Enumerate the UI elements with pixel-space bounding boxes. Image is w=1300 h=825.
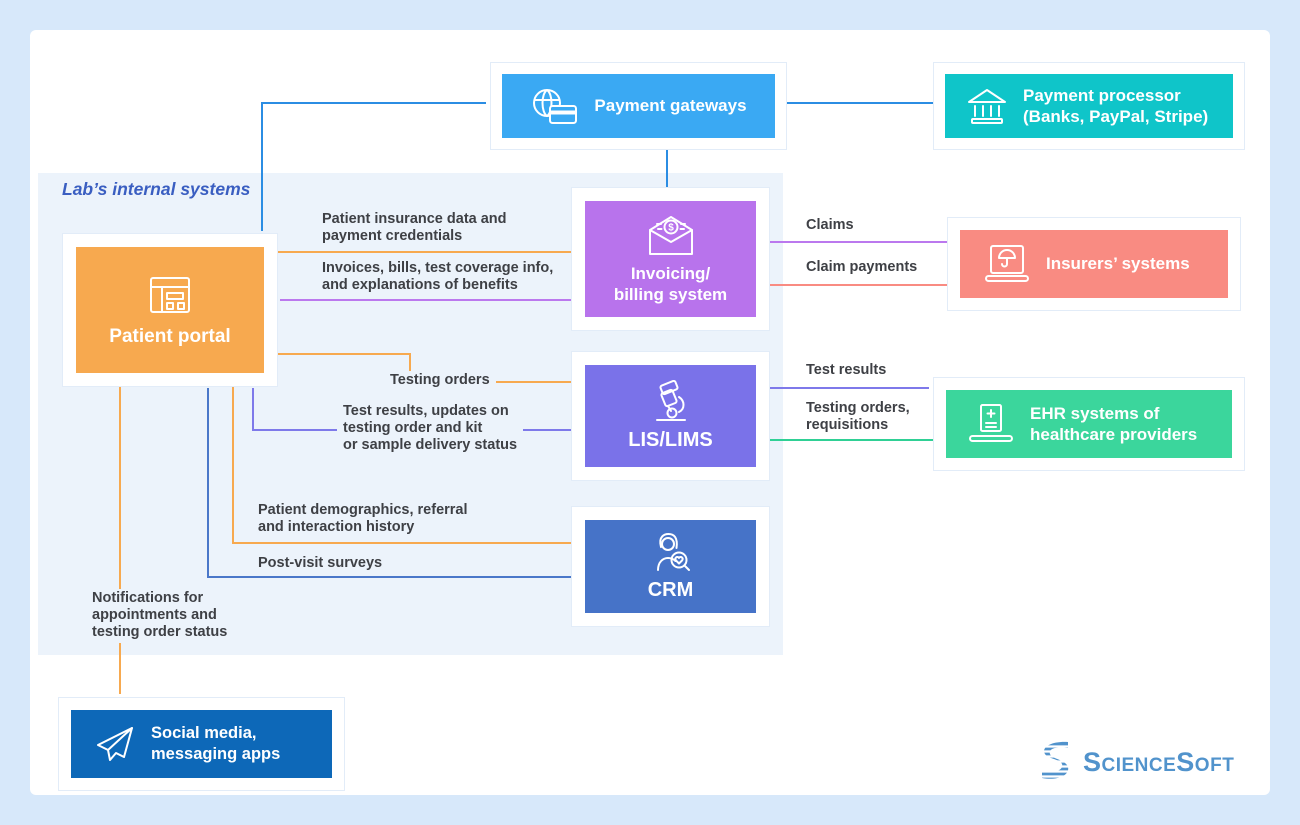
globe-card-icon — [530, 86, 580, 126]
ehr-laptop-icon — [966, 403, 1016, 445]
insurers-systems-frame: Insurers’ systems — [947, 217, 1241, 311]
edge-label-demographics: Patient demographics, referral and inter… — [258, 502, 468, 536]
invoicing-billing-frame: $ Invoicing/ billing system — [571, 187, 770, 331]
crm-frame: CRM — [571, 506, 770, 627]
invoicing-billing-node: $ Invoicing/ billing system — [585, 201, 756, 317]
payment-processor-label: Payment processor (Banks, PayPal, Stripe… — [1023, 85, 1208, 128]
payment-gateways-label: Payment gateways — [594, 95, 746, 116]
edge-label-claims: Claims — [806, 217, 854, 234]
edge-label-post-visit-surveys: Post-visit surveys — [258, 555, 382, 572]
social-media-frame: Social media, messaging apps — [58, 697, 345, 791]
sciencesoft-logo-icon — [1038, 740, 1074, 784]
payment-gateways-node: Payment gateways — [502, 74, 775, 138]
invoicing-billing-label: Invoicing/ billing system — [614, 263, 727, 306]
ehr-systems-node: EHR systems of healthcare providers — [946, 390, 1232, 458]
social-media-label: Social media, messaging apps — [151, 723, 280, 764]
sciencesoft-logo: ScienceSoft — [1038, 740, 1234, 784]
portal-window-icon — [146, 272, 194, 318]
panel-title: Lab’s internal systems — [62, 179, 250, 200]
paper-plane-icon — [93, 722, 137, 766]
svg-text:$: $ — [668, 222, 674, 233]
payment-gateways-frame: Payment gateways — [490, 62, 787, 150]
payment-processor-node: Payment processor (Banks, PayPal, Stripe… — [945, 74, 1233, 138]
patient-portal-node: Patient portal — [76, 247, 264, 373]
edge-label-test-updates: Test results, updates on testing order a… — [337, 402, 523, 456]
sciencesoft-logo-text: ScienceSoft — [1083, 747, 1234, 778]
insurers-systems-label: Insurers’ systems — [1046, 253, 1190, 274]
social-media-node: Social media, messaging apps — [71, 710, 332, 778]
customer-search-icon — [648, 531, 694, 575]
edge-label-invoices-bills: Invoices, bills, test coverage info, and… — [322, 260, 553, 294]
lis-lims-label: LIS/LIMS — [628, 428, 712, 453]
lis-lims-node: LIS/LIMS — [585, 365, 756, 467]
crm-label: CRM — [648, 578, 694, 603]
ehr-systems-label: EHR systems of healthcare providers — [1030, 403, 1197, 446]
payment-processor-frame: Payment processor (Banks, PayPal, Stripe… — [933, 62, 1245, 150]
patient-portal-frame: Patient portal — [62, 233, 278, 387]
ehr-systems-frame: EHR systems of healthcare providers — [933, 377, 1245, 471]
insurers-systems-node: Insurers’ systems — [960, 230, 1228, 298]
invoice-envelope-icon: $ — [645, 213, 697, 259]
patient-portal-label: Patient portal — [109, 325, 230, 349]
insurance-laptop-icon — [982, 243, 1032, 285]
microscope-icon — [648, 380, 694, 424]
lis-lims-frame: LIS/LIMS — [571, 351, 770, 481]
edge-label-test-results: Test results — [806, 362, 886, 379]
edge-label-orders-requisitions: Testing orders, requisitions — [806, 400, 910, 434]
edge-label-testing-orders: Testing orders — [384, 371, 496, 391]
edge-label-claim-payments: Claim payments — [806, 259, 917, 276]
crm-node: CRM — [585, 520, 756, 613]
edge-label-insurance-data: Patient insurance data and payment crede… — [322, 211, 507, 245]
edge-label-notifications: Notifications for appointments and testi… — [86, 589, 233, 643]
bank-icon — [965, 86, 1009, 126]
